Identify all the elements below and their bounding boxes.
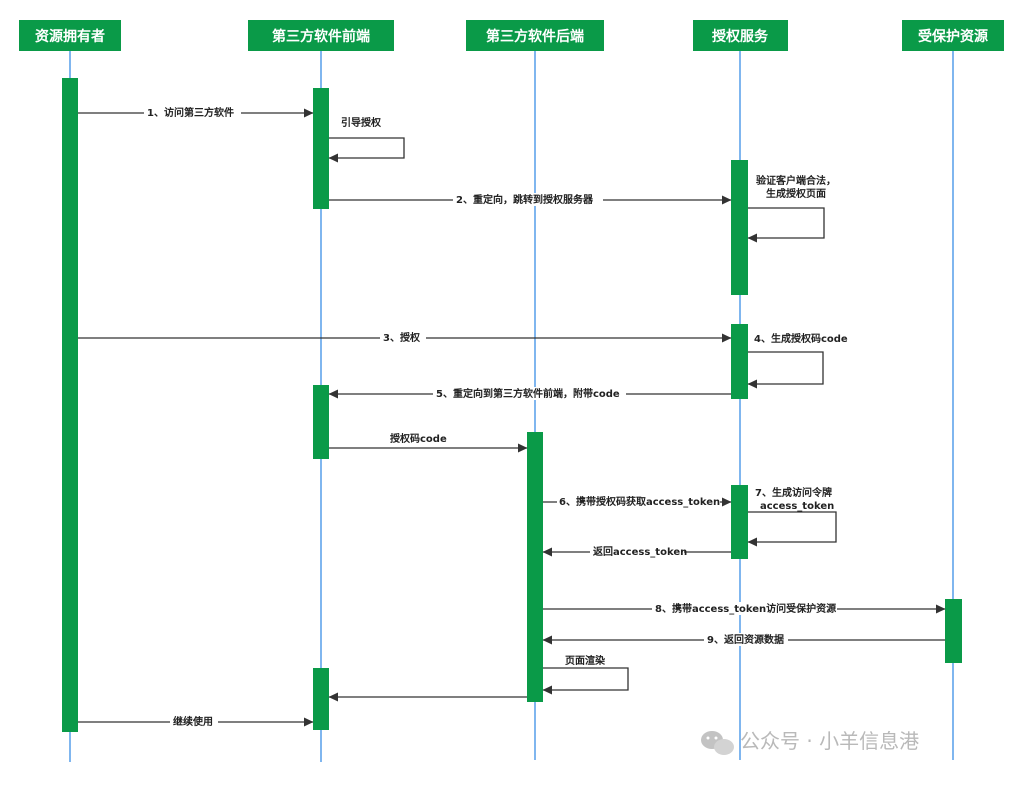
actor-frontend: 第三方软件前端	[248, 20, 394, 51]
message-5b: 授权码code	[329, 432, 528, 453]
message-5: 5、重定向到第三方软件前端，附带code	[328, 387, 731, 400]
message-2-self-label-line2: 生成授权页面	[766, 187, 826, 200]
message-7-self-label-line1: 7、生成访问令牌	[755, 486, 832, 499]
lifelines	[69, 50, 954, 762]
message-2-self-label-line1: 验证客户端合法，	[756, 174, 836, 187]
message-6: 6、携带授权码获取access_token	[543, 495, 732, 508]
activation-owner	[62, 78, 78, 732]
message-2-label: 2、重定向，跳转到授权服务器	[456, 193, 594, 206]
message-2: 2、重定向，跳转到授权服务器	[329, 193, 732, 206]
activation-bars	[62, 78, 962, 732]
actor-backend: 第三方软件后端	[466, 20, 604, 51]
actor-owner: 资源拥有者	[19, 20, 121, 51]
message-9: 9、返回资源数据	[542, 633, 945, 646]
message-9-label: 9、返回资源数据	[707, 633, 784, 646]
message-1-label: 1、访问第三方软件	[147, 106, 234, 119]
message-7-self-label-line2: access_token	[760, 501, 834, 512]
message-5-label: 5、重定向到第三方软件前端，附带code	[436, 387, 620, 400]
message-1-self: 引导授权	[328, 116, 405, 163]
actor-headers: 资源拥有者 第三方软件前端 第三方软件后端 授权服务 受保护资源	[19, 20, 1004, 51]
activation-frontend-2	[313, 385, 329, 459]
message-5b-label: 授权码code	[390, 432, 447, 445]
message-3: 3、授权	[78, 331, 732, 344]
message-4-self: 4、生成授权码code	[747, 332, 848, 389]
message-12: 继续使用	[78, 715, 314, 728]
watermark: 公众号 · 小羊信息港	[701, 729, 919, 755]
activation-resource	[945, 599, 962, 663]
message-7-return: 返回access_token	[542, 545, 731, 558]
message-1-self-label: 引导授权	[341, 116, 382, 129]
activation-auth-3	[731, 485, 748, 559]
actor-owner-label: 资源拥有者	[35, 28, 105, 45]
message-8: 8、携带access_token访问受保护资源	[543, 602, 946, 615]
actor-auth-label: 授权服务	[712, 28, 769, 45]
messages: 1、访问第三方软件 引导授权 2、重定向，跳转到授权服务器 验证客户端合法， 生…	[78, 106, 946, 728]
activation-frontend-3	[313, 668, 329, 730]
activation-auth-1	[731, 160, 748, 295]
actor-auth: 授权服务	[693, 20, 788, 51]
actor-resource: 受保护资源	[902, 20, 1004, 51]
message-6-label: 6、携带授权码获取access_token	[559, 495, 720, 508]
message-10-self-label: 页面渲染	[565, 654, 606, 667]
message-7-return-label: 返回access_token	[593, 545, 687, 558]
message-8-label: 8、携带access_token访问受保护资源	[655, 602, 836, 615]
message-2-self: 验证客户端合法， 生成授权页面	[747, 174, 836, 243]
activation-frontend-1	[313, 88, 329, 209]
message-3-label: 3、授权	[383, 331, 421, 344]
actor-frontend-label: 第三方软件前端	[272, 28, 370, 45]
message-10-self: 页面渲染	[542, 654, 629, 695]
activation-auth-2	[731, 324, 748, 399]
message-12-label: 继续使用	[173, 715, 213, 728]
message-4-self-label: 4、生成授权码code	[754, 332, 848, 345]
message-7-self: 7、生成访问令牌 access_token	[747, 486, 837, 547]
wechat-icon	[701, 731, 734, 755]
actor-resource-label: 受保护资源	[918, 28, 988, 45]
activation-backend	[527, 432, 543, 702]
watermark-text: 公众号 · 小羊信息港	[740, 729, 919, 753]
message-1: 1、访问第三方软件	[78, 106, 314, 119]
actor-backend-label: 第三方软件后端	[486, 28, 584, 45]
